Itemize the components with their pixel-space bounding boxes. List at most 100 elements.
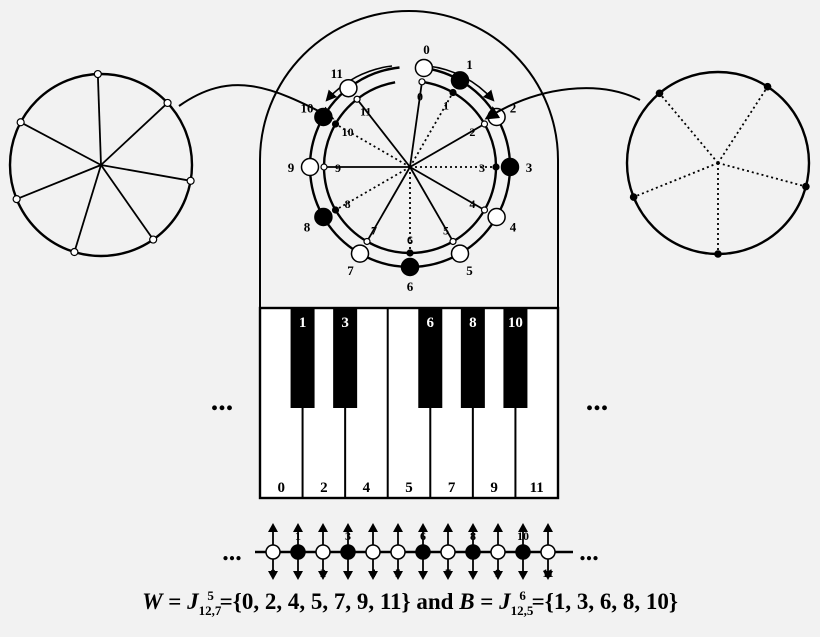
outer-label-0: 0 <box>423 42 430 57</box>
down-arrow-11 <box>543 571 553 580</box>
up-arrow-3 <box>343 523 353 532</box>
piano-housing <box>259 10 559 308</box>
outer-label-7: 7 <box>347 263 354 278</box>
inner-label-9: 9 <box>335 161 341 175</box>
down-arrow-2 <box>318 571 328 580</box>
white-key-label-9: 9 <box>490 480 498 496</box>
right-node-0 <box>655 89 664 98</box>
left-node-5 <box>12 194 21 204</box>
pitch-label-7: 7 <box>445 566 451 580</box>
black-key-1 <box>290 308 315 408</box>
up-arrow-1 <box>293 523 303 532</box>
left-spoke-5 <box>16 164 102 200</box>
inner-node-7 <box>363 237 371 246</box>
outer-node-0 <box>414 58 434 78</box>
pitch-label-10: 10 <box>517 529 529 543</box>
housing-outline <box>259 10 559 308</box>
inner-node-5 <box>449 237 457 246</box>
up-arrow-11 <box>543 523 553 532</box>
down-arrow-1 <box>293 571 303 580</box>
outer-label-5: 5 <box>466 263 473 278</box>
white-key-label-0: 0 <box>278 480 286 496</box>
up-arrow-0 <box>268 523 278 532</box>
w-variable: W <box>142 589 163 614</box>
left-spoke-2 <box>100 164 191 182</box>
inner-node-3 <box>492 163 500 171</box>
inner-node-2 <box>480 120 489 128</box>
pitch-node-8 <box>465 544 481 560</box>
pitch-node-11 <box>540 544 556 560</box>
inner-label-4: 4 <box>469 197 475 211</box>
pitch-node-9 <box>490 544 506 560</box>
black-key-label-8: 8 <box>469 315 477 331</box>
pitch-node-6 <box>415 544 431 560</box>
left-node-2 <box>186 176 195 185</box>
black-key-label-6: 6 <box>427 315 435 331</box>
and-word: and <box>416 589 454 614</box>
spoke-0 <box>409 81 423 168</box>
up-arrow-8 <box>468 523 478 532</box>
spoke-11 <box>356 98 411 168</box>
outer-label-9: 9 <box>288 160 295 175</box>
black-key-8 <box>460 308 485 408</box>
white-key-label-2: 2 <box>320 480 328 496</box>
inner-label-8: 8 <box>345 197 351 211</box>
pitch-label-9: 9 <box>495 566 501 580</box>
inner-label-3: 3 <box>479 161 485 175</box>
black-key-3 <box>333 308 358 408</box>
outer-node-4 <box>487 207 506 227</box>
outer-label-6: 6 <box>407 279 414 294</box>
outer-label-11: 11 <box>331 66 343 81</box>
black-key-label-10: 10 <box>508 315 523 331</box>
spoke-8 <box>335 166 411 211</box>
left-spoke-6 <box>20 121 102 166</box>
spoke-10 <box>335 123 411 168</box>
outer-label-8: 8 <box>304 220 311 235</box>
line-ellipsis-left: ... <box>222 537 242 566</box>
connector-arrows <box>178 84 641 120</box>
left-ellipsis: ... <box>211 384 234 417</box>
right-spoke-4 <box>633 162 719 198</box>
w-subscript: 12,7 <box>198 603 222 618</box>
right-spoke-1 <box>717 86 769 164</box>
black-key-10 <box>503 308 528 408</box>
right-node-3 <box>714 250 722 258</box>
pitch-label-11: 11 <box>542 566 553 580</box>
j-symbol-b: J <box>499 589 511 614</box>
inner-node-1 <box>449 88 457 97</box>
up-arrow-10 <box>518 523 528 532</box>
down-arrow-0 <box>268 571 278 580</box>
inner-label-5: 5 <box>443 223 449 237</box>
left-node-4 <box>70 247 79 257</box>
spoke-1 <box>409 92 454 168</box>
pitch-label-5: 5 <box>395 566 401 580</box>
down-arrow-4 <box>368 571 378 580</box>
inner-node-11 <box>353 95 361 103</box>
up-arrow-7 <box>443 523 453 532</box>
inner-label-7: 7 <box>371 223 377 237</box>
black-key-label-3: 3 <box>341 315 349 331</box>
down-arrow-7 <box>443 571 453 580</box>
pitch-node-7 <box>440 544 456 560</box>
white-key-label-5: 5 <box>405 480 413 496</box>
b-subscript: 12,5 <box>510 603 534 618</box>
white-key-circle <box>8 69 195 258</box>
outer-node-8 <box>314 207 333 227</box>
right-node-1 <box>763 82 772 91</box>
inner-node-4 <box>480 206 489 214</box>
down-arrow-8 <box>468 571 478 580</box>
outer-node-2 <box>487 107 506 127</box>
pitch-label-3: 3 <box>345 529 351 543</box>
up-arrow-2 <box>318 523 328 532</box>
pitch-node-5 <box>390 544 406 560</box>
down-arrow-6 <box>418 571 428 580</box>
down-arrow-9 <box>493 571 503 580</box>
white-key-label-7: 7 <box>448 480 456 496</box>
left-node-6 <box>16 118 25 127</box>
inner-node-0 <box>418 78 426 86</box>
down-arrow-3 <box>343 571 353 580</box>
